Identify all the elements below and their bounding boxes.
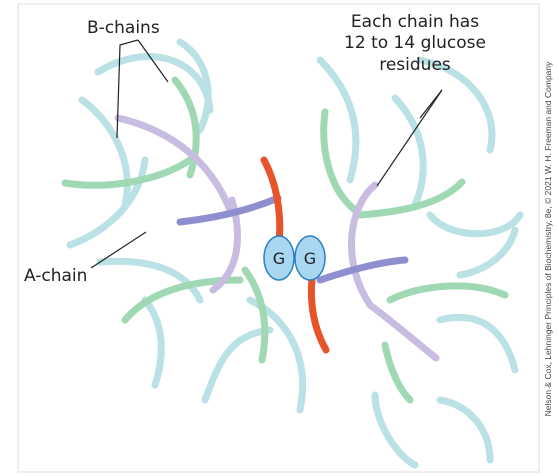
a-chain [370,305,436,358]
outer-chain [98,57,210,110]
outer-chain [375,395,415,465]
b-chain [385,345,410,400]
outer-chain [145,300,161,385]
outer-chain [205,330,270,400]
b-chain [245,270,265,360]
each-chain-leader-left [377,90,442,186]
inner-chain [320,260,405,280]
outer-chain [250,300,303,410]
core-chain [311,278,326,350]
glycogenin-left-label: G [273,249,285,268]
b-chains-label: B-chains [87,20,160,37]
outer-chain [440,317,515,370]
each-chain-label: Each chain has 12 to 14 glucose residues [330,12,500,76]
glycogenin-right-label: G [304,249,316,268]
outer-chain [440,400,490,460]
outer-chain [70,160,145,245]
b-chain [390,286,505,300]
outer-chain [100,261,200,300]
a-chain-label: A-chain [24,268,87,285]
b-chain [324,112,355,210]
each-chain-leader-right [420,90,442,118]
outer-chain [430,215,520,234]
outer-chain [395,98,423,205]
credit-line: Nelson & Cox, Lehninger Principles of Bi… [541,4,555,474]
credit-text: Nelson & Cox, Lehninger Principles of Bi… [543,62,553,417]
a-chain [351,185,375,305]
